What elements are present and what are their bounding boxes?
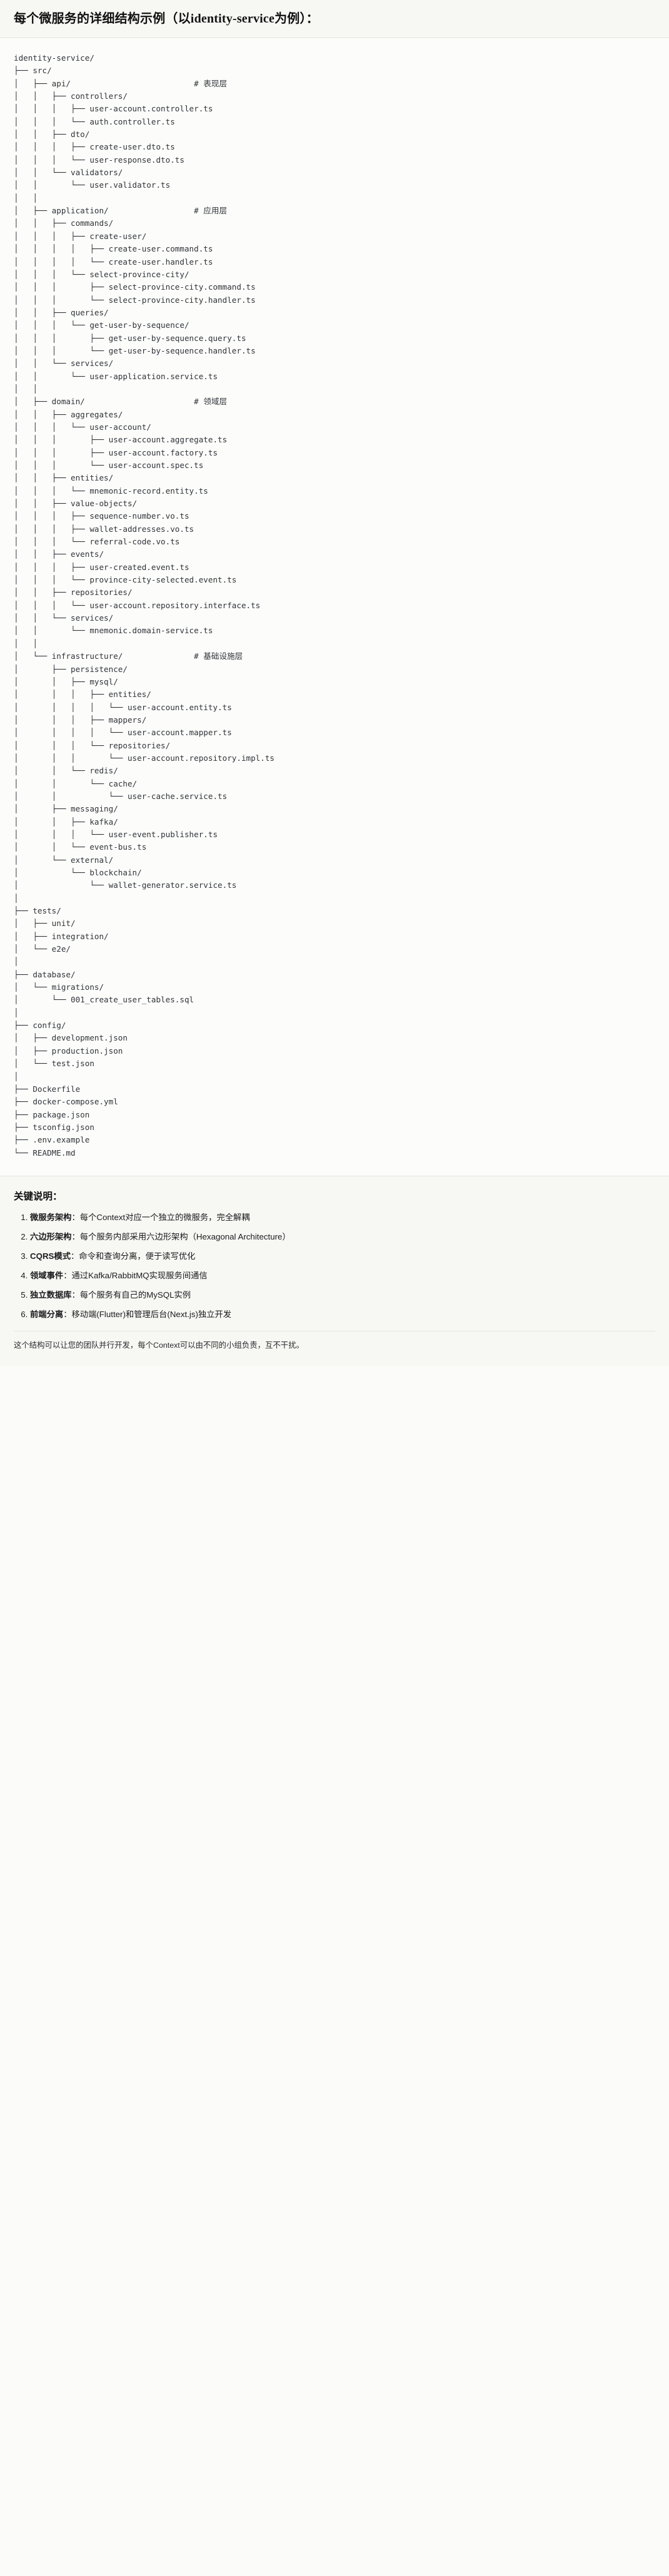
key-notes-section: 关键说明： 微服务架构：每个Context对应一个独立的微服务，完全解耦 六边形… [0,1176,669,1367]
note-term: 六边形架构 [30,1231,72,1241]
note-term: 微服务架构 [30,1212,72,1222]
list-item: 六边形架构：每个服务内部采用六边形架构（Hexagonal Architectu… [30,1231,655,1243]
note-desc: ：移动端(Flutter)和管理后台(Next.js)独立开发 [63,1309,232,1319]
note-term: 前端分离 [30,1309,64,1319]
note-term: CQRS模式 [30,1251,71,1261]
note-desc: ：每个服务内部采用六边形架构（Hexagonal Architecture） [71,1231,291,1241]
page-root: 每个微服务的详细结构示例（以identity-service为例）： ident… [0,0,669,1367]
list-item: 微服务架构：每个Context对应一个独立的微服务，完全解耦 [30,1211,655,1224]
page-title-parenthetical: （以identity-service为例）： [165,12,319,26]
list-item: 独立数据库：每个服务有自己的MySQL实例 [30,1289,655,1301]
closing-paragraph: 这个结构可以让您的团队并行开发，每个Context可以由不同的小组负责，互不干扰… [14,1330,655,1352]
note-desc: ：命令和查询分离，便于读写优化 [71,1251,196,1261]
note-term: 领域事件 [30,1270,64,1280]
note-desc: ：通过Kafka/RabbitMQ实现服务间通信 [63,1270,208,1280]
page-title: 每个微服务的详细结构示例（以identity-service为例）： [14,11,655,28]
directory-tree-block: identity-service/ ├── src/ │ ├── api/ # … [0,38,669,1176]
note-term: 独立数据库 [30,1290,72,1300]
key-notes-title: 关键说明： [14,1191,63,1202]
page-title-main: 每个微服务的详细结构示例 [14,12,166,26]
list-item: 领域事件：通过Kafka/RabbitMQ实现服务间通信 [30,1270,655,1282]
list-item: 前端分离：移动端(Flutter)和管理后台(Next.js)独立开发 [30,1308,655,1321]
directory-tree: identity-service/ ├── src/ │ ├── api/ # … [14,53,275,1158]
note-desc: ：每个Context对应一个独立的微服务，完全解耦 [71,1212,250,1222]
note-desc: ：每个服务有自己的MySQL实例 [71,1290,191,1300]
key-notes-list: 微服务架构：每个Context对应一个独立的微服务，完全解耦 六边形架构：每个服… [14,1211,655,1321]
list-item: CQRS模式：命令和查询分离，便于读写优化 [30,1250,655,1263]
document-header: 每个微服务的详细结构示例（以identity-service为例）： [0,0,669,38]
